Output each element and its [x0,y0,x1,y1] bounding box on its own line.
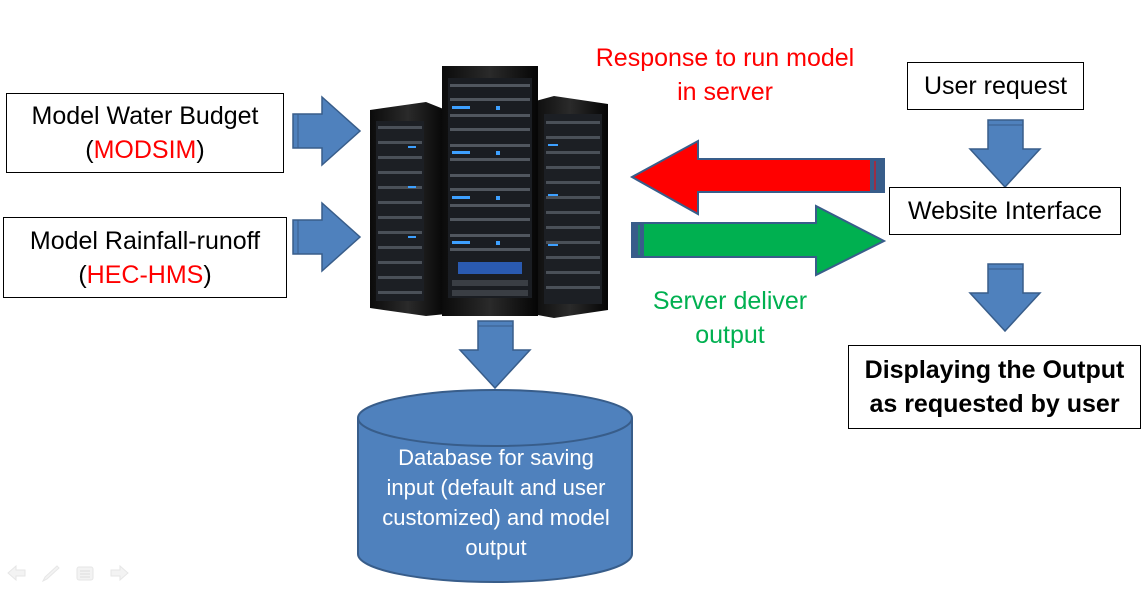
user-request-box: User request [907,62,1084,110]
arrow-server-to-database [458,320,532,390]
hec-hms-line: (HEC-HMS) [78,258,211,292]
hec-hms-label: HEC-HMS [86,260,204,289]
modsim-line: (MODSIM) [85,133,204,167]
paren-open: ( [85,136,94,164]
arrow-rainfall-to-server [292,201,362,273]
model-rainfall-runoff-box: Model Rainfall-runoff (HEC-HMS) [3,217,287,298]
arrow-right-icon[interactable] [108,563,130,583]
website-interface-box: Website Interface [889,187,1121,235]
response-label-line: in server [677,78,773,106]
response-label-line: Response to run model [595,44,855,72]
database-line: output [465,535,527,560]
server-rack-icon [370,66,608,318]
database-icon [357,389,633,583]
request-arrow-red [629,139,885,216]
pen-icon[interactable] [40,563,62,583]
database-line: customized) and model [382,505,610,530]
menu-icon[interactable] [74,563,96,583]
paren-close: ) [203,260,212,289]
database-line: input (default and user [386,475,606,500]
user-request-label: User request [923,72,1068,100]
paren-close: ) [196,136,205,164]
deliver-label: Server deliver output [620,284,840,352]
database-line: Database for saving [398,445,594,470]
response-label: Response to run model in server [580,41,870,109]
arrow-water-budget-to-server [292,95,362,167]
arrow-left-icon[interactable] [6,563,28,583]
output-box-line: Displaying the Output [864,356,1125,384]
website-interface-label: Website Interface [907,197,1103,225]
model-rainfall-runoff-title: Model Rainfall-runoff [29,226,261,255]
model-water-budget-box: Model Water Budget (MODSIM) [6,93,284,173]
database-label: Database for saving input (default and u… [362,443,630,563]
arrow-website-to-output [968,263,1042,333]
displaying-output-box: Displaying the Output as requested by us… [848,345,1141,429]
deliver-arrow-green [631,204,887,277]
output-box-line: as requested by user [869,390,1120,418]
model-water-budget-title: Model Water Budget [31,102,259,130]
arrow-user-request-to-website [968,119,1042,189]
deliver-label-line: output [695,321,765,349]
modsim-label: MODSIM [93,136,197,164]
paren-open: ( [78,260,87,289]
deliver-label-line: Server deliver [652,287,808,315]
